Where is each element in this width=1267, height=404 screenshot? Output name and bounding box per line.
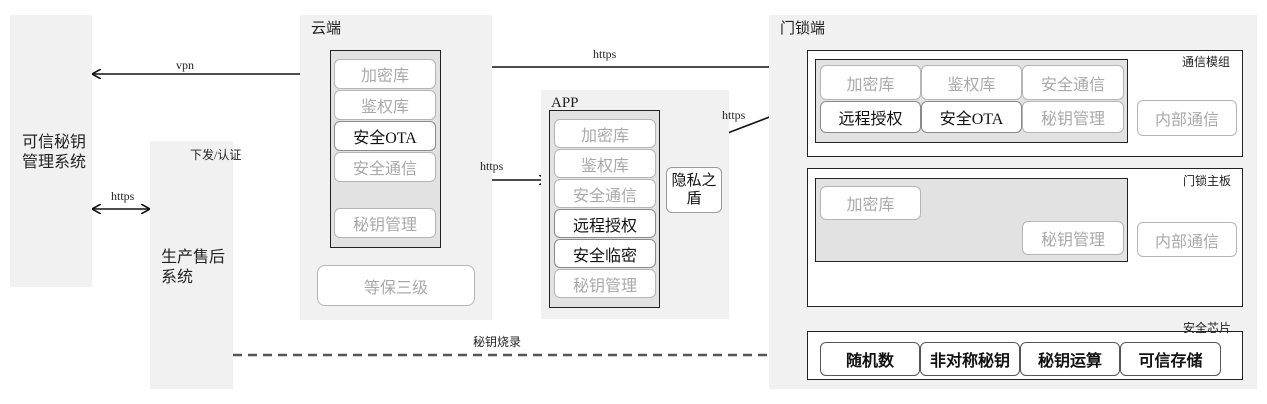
app-module-remote-auth: 远程授权 (554, 209, 656, 238)
comm-module-ota: 安全OTA (921, 101, 1022, 133)
secure-chip-rng: 随机数 (820, 342, 920, 376)
cloud-title: 云端 (311, 21, 342, 37)
vpn-link-label: vpn (176, 58, 194, 72)
mainboard-label: 门锁主板 (1183, 174, 1232, 188)
mainboard-internal-comm: 内部通信 (1137, 222, 1237, 257)
mainboard-crypto: 加密库 (820, 186, 921, 220)
comm-module-auth: 鉴权库 (921, 65, 1022, 100)
comm-module-key-mgmt: 秘钥管理 (1022, 101, 1124, 133)
cloud-module-key-mgmt: 秘钥管理 (334, 208, 436, 238)
comm-module-secure-comm: 安全通信 (1022, 65, 1124, 100)
comm-module-label: 通信模组 (1182, 55, 1231, 69)
production-title-line1: 生产售后 (161, 249, 226, 266)
comm-module-crypto: 加密库 (820, 65, 921, 100)
app-privacy-shield: 隐私之盾 (666, 167, 722, 213)
cloud-module-auth: 鉴权库 (334, 90, 436, 120)
cloud-module-ota: 安全OTA (334, 121, 436, 151)
app-module-key-mgmt: 秘钥管理 (554, 269, 656, 298)
production-tag: 下发/认证 (190, 148, 242, 162)
cloud-module-crypto: 加密库 (334, 59, 436, 89)
cloud-module-secure-comm: 安全通信 (334, 152, 436, 182)
secure-chip-key-operation: 秘钥运算 (1020, 342, 1120, 376)
production-title-line2: 系统 (161, 269, 194, 286)
app-module-secure-comm: 安全通信 (554, 179, 656, 208)
secure-chip-asymmetric-key: 非对称秘钥 (920, 342, 1020, 376)
secure-chip-trusted-storage: 可信存储 (1120, 342, 1221, 376)
key-burn-link-label: 秘钥烧录 (473, 335, 522, 349)
app-module-temp-pwd: 安全临密 (554, 239, 656, 268)
lock-title: 门锁端 (780, 21, 826, 37)
trusted-kms-title: 可信秘钥 管理系统 (22, 133, 86, 173)
trusted-kms-title-line2: 管理系统 (22, 154, 87, 171)
app-privacy-shield-label: 隐私之盾 (671, 173, 717, 207)
app-title: APP (551, 95, 579, 111)
cloud-app-link-label: https (480, 159, 504, 173)
secure-chip-label: 安全芯片 (1183, 321, 1232, 335)
production-panel (150, 141, 233, 389)
app-module-auth: 鉴权库 (554, 149, 656, 178)
app-module-crypto: 加密库 (554, 119, 656, 148)
trusted-kms-panel (10, 15, 92, 287)
mainboard-key-mgmt: 秘钥管理 (1022, 221, 1124, 255)
trusted-kms-title-line1: 可信秘钥 (22, 134, 87, 151)
app-lock-link-label: https (722, 108, 746, 122)
kms-production-link-label: https (111, 189, 135, 203)
production-title: 生产售后 系统 (161, 248, 225, 288)
comm-module-internal-comm: 内部通信 (1137, 100, 1237, 136)
cloud-lock-link-label: https (593, 47, 617, 61)
cloud-security-level: 等保三级 (317, 265, 475, 306)
comm-module-remote-auth: 远程授权 (820, 101, 921, 133)
